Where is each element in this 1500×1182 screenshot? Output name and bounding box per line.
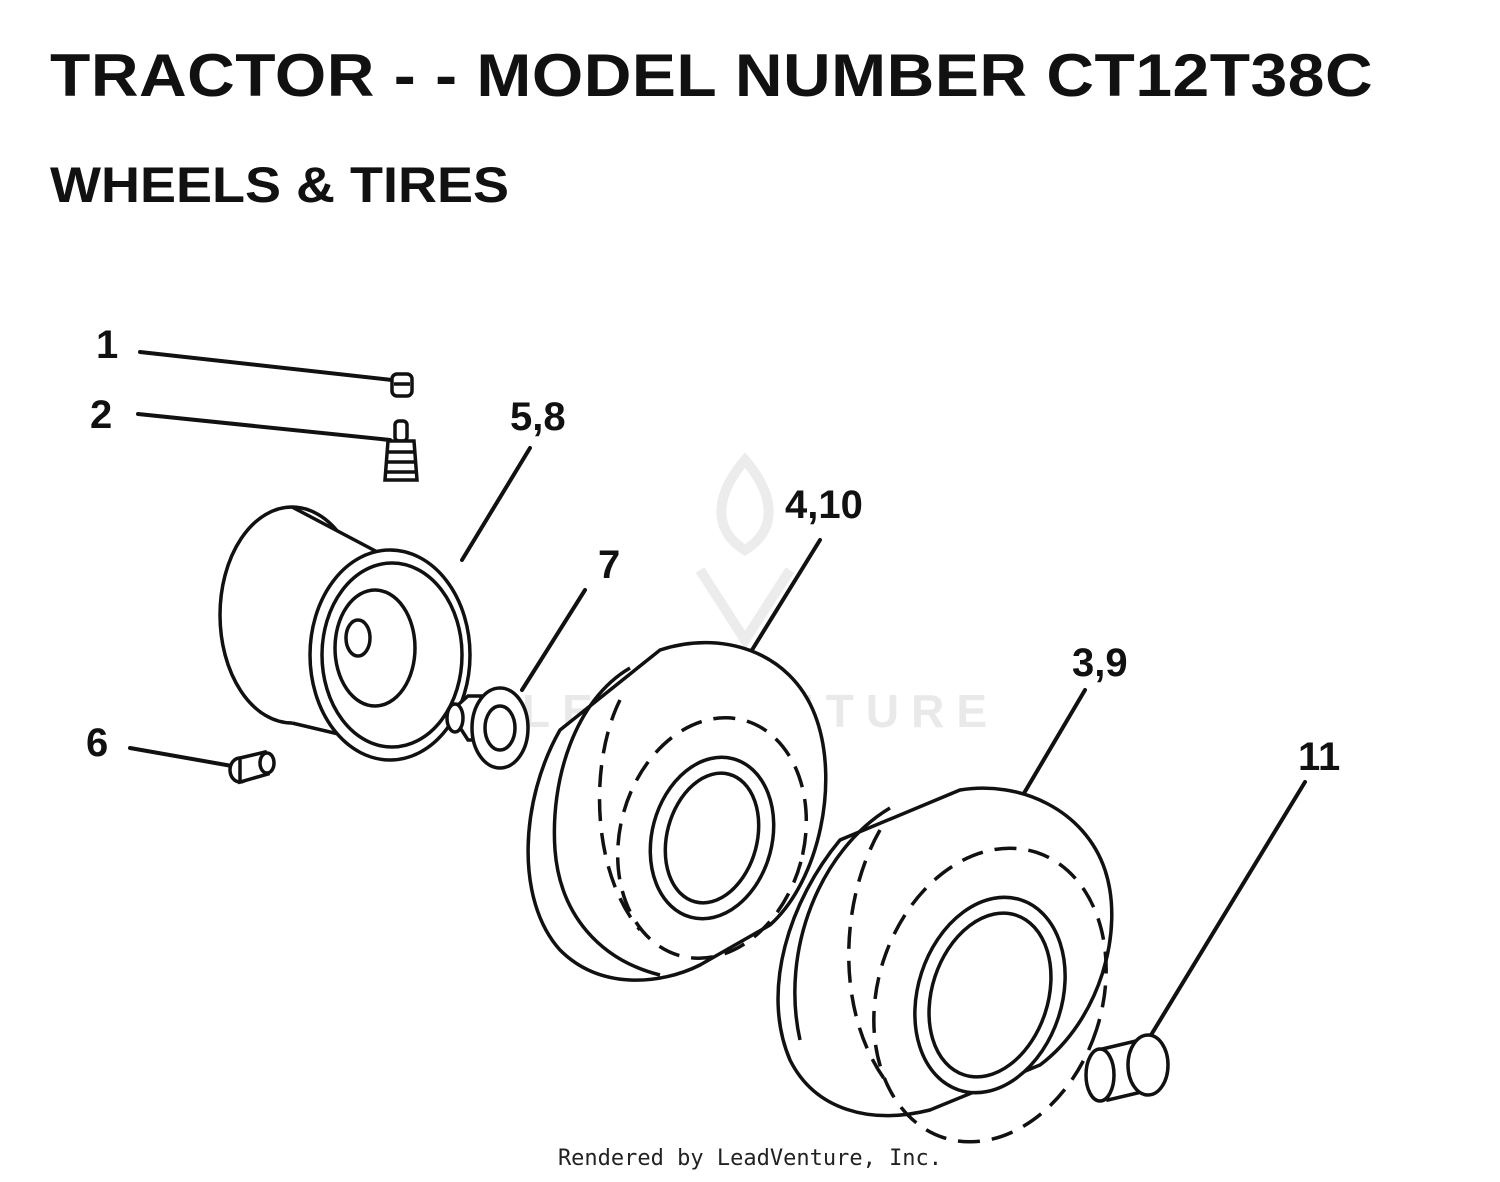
callout-label-4-10: 4,10 [785,483,863,527]
callout-label-7: 7 [598,543,620,587]
render-credit: Rendered by LeadVenture, Inc. [557,1146,943,1171]
leader-line-3-9 [1018,688,1087,802]
grease-fitting-part [228,749,276,785]
leader-line-6 [128,746,234,768]
front-tire-part [526,640,828,982]
leader-line-4-10 [750,538,822,652]
callout-label-11: 11 [1298,735,1340,779]
flame-v-logo [695,452,795,650]
hub-cap-part [1084,1033,1170,1103]
leader-line-7 [520,588,587,692]
leader-line-11 [1146,780,1307,1042]
callout-label-3-9: 3,9 [1072,641,1128,685]
leader-line-1 [138,350,394,382]
callout-label-1: 1 [96,323,118,367]
callout-label-6: 6 [86,721,108,765]
rear-tire-part [776,786,1114,1144]
callout-label-2: 2 [90,393,112,437]
leader-line-5-8 [460,446,532,562]
valve-stem-part [383,419,419,482]
page-title: TRACTOR - - MODEL NUMBER CT12T38C [50,40,1374,109]
leader-lines [128,350,1307,1042]
leader-line-2 [136,412,392,442]
rim-part [218,505,472,762]
callout-label-5-8: 5,8 [510,395,566,439]
valve-cap-part [390,372,414,398]
section-subtitle: WHEELS & TIRES [50,157,510,214]
bushing-part [445,686,530,770]
